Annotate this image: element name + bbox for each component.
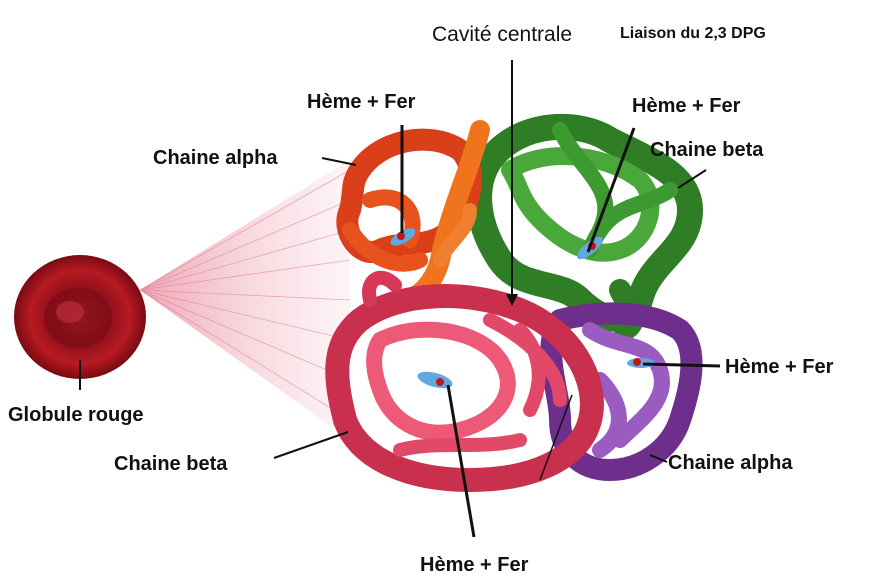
label-heme-top-left: Hème + Fer <box>307 91 416 113</box>
magnification-cone <box>140 160 350 440</box>
beta-chain-pink <box>337 278 592 480</box>
leader-beta-bottom-left <box>274 432 348 458</box>
label-beta-top-right: Chaine beta <box>650 139 764 161</box>
label-beta-bottom-left: Chaine beta <box>114 453 228 475</box>
leader-heme-bottom <box>448 385 474 537</box>
label-2-3-dpg: Liaison du 2,3 DPG <box>620 25 766 42</box>
leader-heme-right <box>643 364 720 366</box>
leader-alpha-top-left <box>322 158 356 165</box>
label-heme-right: Hème + Fer <box>725 356 834 378</box>
alpha-chain-orange <box>347 130 480 300</box>
label-heme-top-right: Hème + Fer <box>632 95 741 117</box>
label-heme-bottom: Hème + Fer <box>420 554 529 576</box>
label-central-cavity: Cavité centrale <box>432 23 572 46</box>
label-alpha-top-left: Chaine alpha <box>153 147 278 169</box>
label-red-cell: Globule rouge <box>8 404 144 426</box>
label-alpha-bottom-right: Chaine alpha <box>668 452 793 474</box>
